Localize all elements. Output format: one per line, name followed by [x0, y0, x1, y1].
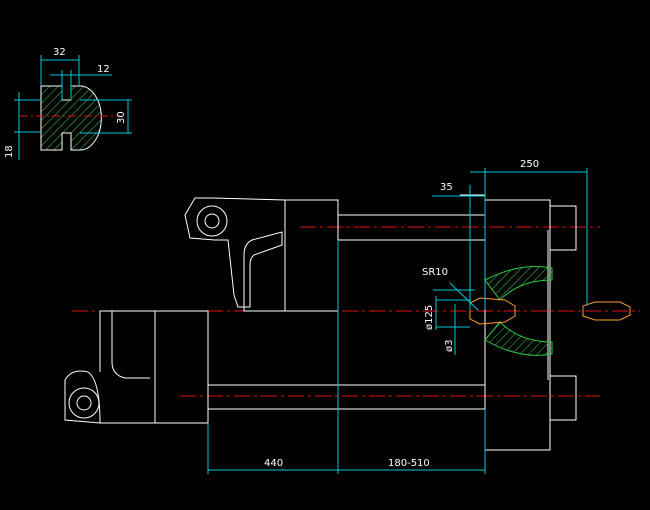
dim-440-label: 440: [264, 458, 283, 469]
dim-30-label: 30: [116, 111, 127, 124]
dim-sr10-label: SR10: [422, 267, 448, 278]
upper-pivot-outer: [196, 205, 228, 237]
upper-nut: [549, 205, 577, 251]
dim-18-label: 18: [4, 145, 15, 158]
dim-3-label: ø3: [444, 340, 455, 352]
lower-pivot-outer: [68, 387, 100, 419]
dim-profile-width: [14, 55, 132, 160]
profile-detail: 32 12 30 18: [4, 47, 132, 160]
dim-32-label: 32: [53, 47, 66, 58]
nozzle-seat: [469, 266, 631, 356]
dimension-lines: [207, 168, 588, 474]
dim-250-label: 250: [520, 159, 539, 170]
dim-125-label: ø125: [424, 305, 435, 330]
fixed-platen: [484, 199, 551, 451]
nozzle-tip: [469, 297, 516, 325]
moving-platen-upper: [284, 199, 339, 312]
upper-toggle-plate: [184, 197, 286, 312]
profile-section: [40, 85, 102, 151]
dim-35-label: 35: [440, 182, 453, 193]
upper-pivot-inner: [204, 213, 220, 229]
lower-pivot-inner: [76, 395, 92, 411]
dim-12-label: 12: [97, 64, 110, 75]
injection-nozzle: [582, 301, 631, 321]
machine-outline: [64, 194, 577, 451]
dim-180-510-label: 180-510: [388, 458, 430, 469]
lower-toggle-plate: [64, 310, 209, 424]
lower-nut: [549, 375, 577, 421]
